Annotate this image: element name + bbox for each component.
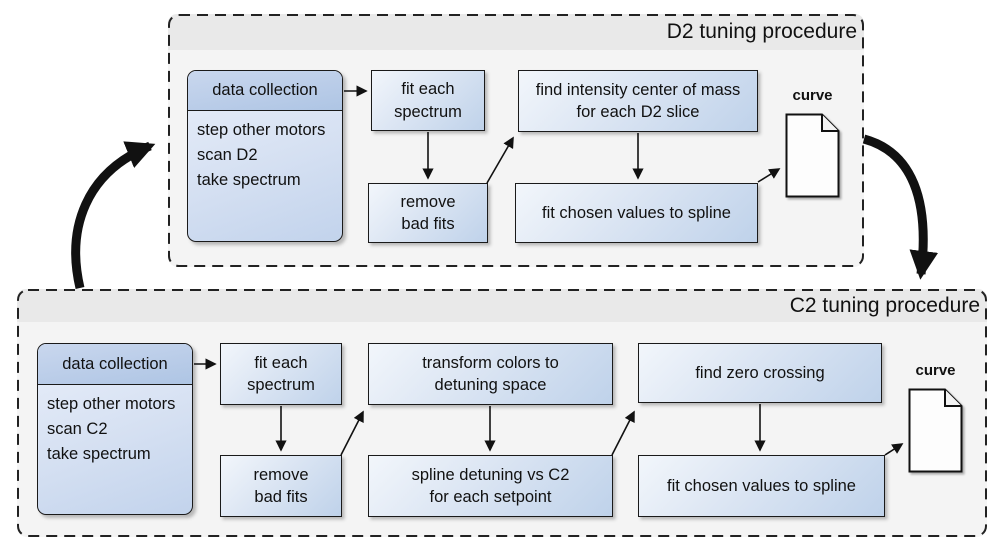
- d2-data-collection-box: data collection step other motors scan D…: [187, 70, 343, 242]
- c2-find-zero-crossing-box: find zero crossing: [638, 343, 882, 403]
- c2-data-collection-steps: step other motors scan C2 take spectrum: [47, 395, 176, 463]
- d2-title-strip: D2 tuning procedure: [168, 14, 864, 50]
- c2-title-strip: C2 tuning procedure: [17, 289, 987, 322]
- d2-remove-bad-fits-box: remove bad fits: [368, 183, 488, 243]
- c2-transform-colors-box: transform colors to detuning space: [368, 343, 613, 405]
- d2-curve-label: curve: [792, 87, 833, 104]
- c2-data-collection-header: data collection: [38, 344, 192, 385]
- d2-panel-title: D2 tuning procedure: [666, 20, 857, 43]
- c2-curve-label: curve: [915, 362, 956, 379]
- d2-data-collection-steps: step other motors scan D2 take spectrum: [197, 121, 326, 189]
- c2-data-collection-box: data collection step other motors scan C…: [37, 343, 193, 515]
- arrow-d2-to-c2-loop-icon: [862, 134, 939, 280]
- c2-spline-detuning-box: spline detuning vs C2 for each setpoint: [368, 455, 613, 517]
- c2-fit-each-spectrum-box: fit each spectrum: [220, 343, 342, 405]
- d2-find-intensity-box: find intensity center of mass for each D…: [518, 70, 758, 132]
- c2-fit-chosen-values-box: fit chosen values to spline: [638, 455, 885, 517]
- d2-fit-each-spectrum-box: fit each spectrum: [371, 70, 485, 131]
- c2-curve-document-icon: [908, 388, 963, 473]
- d2-fit-chosen-values-box: fit chosen values to spline: [515, 183, 758, 243]
- d2-curve-document-icon: [785, 113, 840, 198]
- c2-remove-bad-fits-box: remove bad fits: [220, 455, 342, 517]
- c2-panel-title: C2 tuning procedure: [789, 293, 980, 317]
- d2-data-collection-header: data collection: [188, 71, 342, 111]
- arrow-c2-to-d2-loop-icon: [71, 141, 156, 290]
